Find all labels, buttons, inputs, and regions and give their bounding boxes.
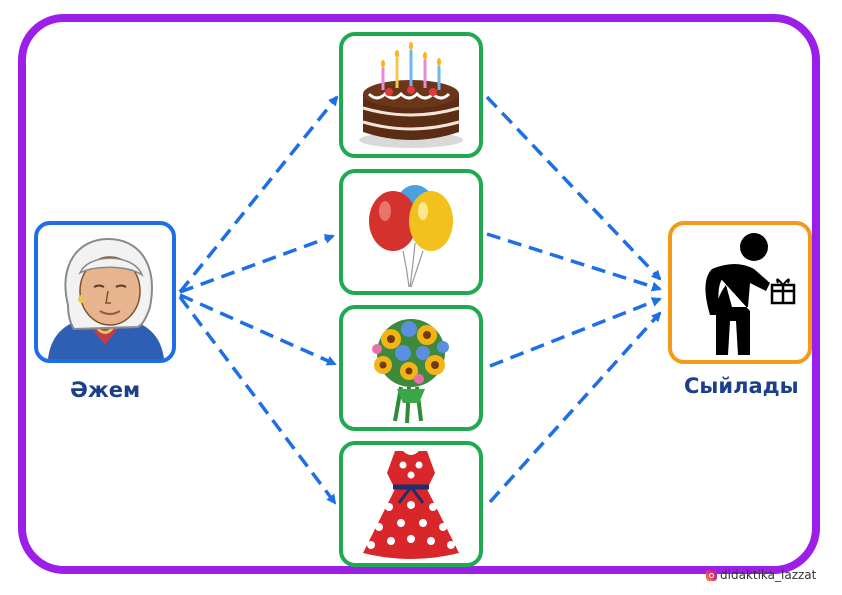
gift-node-dress bbox=[339, 441, 483, 567]
giver-node bbox=[668, 221, 812, 364]
outer-frame bbox=[18, 14, 820, 574]
arrow-cake-to-giver bbox=[485, 95, 662, 281]
arrow-dress-to-giver bbox=[488, 311, 662, 504]
arrow-grandma-to-flowers bbox=[179, 293, 337, 366]
giver-label: Сыйлады bbox=[684, 374, 799, 398]
watermark: didaktika_lazzat bbox=[706, 568, 816, 582]
gift-node-flowers bbox=[339, 305, 483, 431]
balloons-icon bbox=[369, 185, 453, 288]
arrow-grandma-to-dress bbox=[178, 295, 337, 505]
gift-node-cake bbox=[339, 32, 483, 158]
person-giving-gift-icon bbox=[705, 233, 796, 355]
gift-node-balloons bbox=[339, 169, 483, 295]
watermark-text: didaktika_lazzat bbox=[720, 568, 817, 582]
flower-bouquet-icon bbox=[372, 319, 449, 424]
grandma-node bbox=[34, 221, 176, 363]
birthday-cake-icon bbox=[359, 42, 463, 148]
grandmother-portrait bbox=[48, 237, 164, 359]
arrow-grandma-to-balloons bbox=[179, 234, 335, 294]
instagram-icon bbox=[706, 569, 717, 581]
arrow-grandma-to-cake bbox=[178, 95, 339, 294]
grandma-label: Әжем bbox=[70, 378, 141, 402]
arrow-balloons-to-giver bbox=[486, 232, 662, 292]
polka-dot-dress-icon bbox=[363, 451, 459, 559]
arrow-flowers-to-giver bbox=[489, 297, 662, 368]
